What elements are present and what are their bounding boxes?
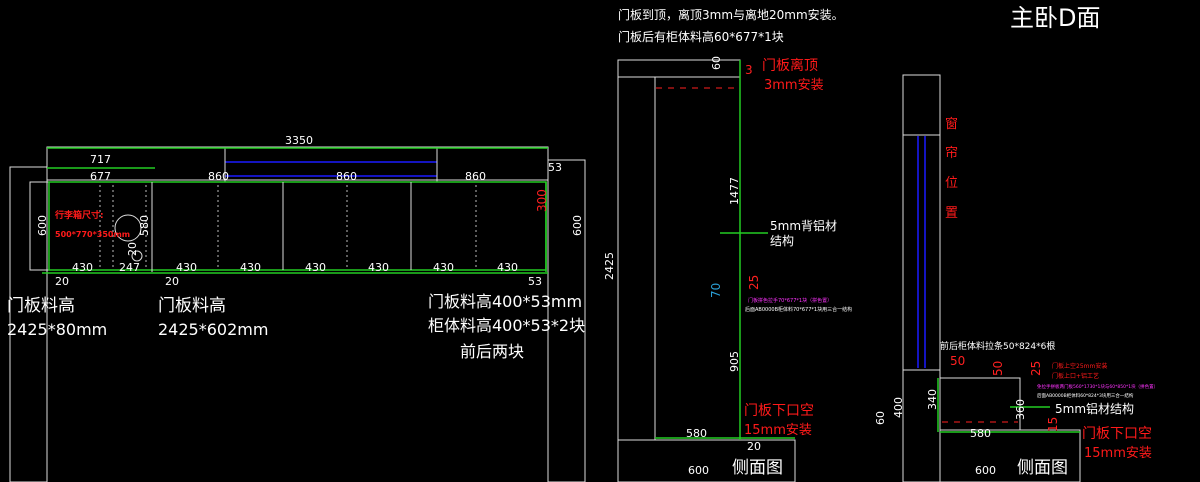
dim-70: 70 [709, 283, 723, 298]
note-mid-door-size: 2425*602mm [158, 320, 268, 339]
note-right-pieces: 前后两块 [460, 342, 524, 361]
small-hole-icon [131, 250, 143, 262]
dim-860-1: 860 [208, 170, 229, 183]
top-gap-note: 门板离顶 [762, 57, 818, 74]
dim-580: 580 [138, 215, 151, 236]
dim-25: 25 [1029, 361, 1043, 376]
top-gap-note: 门板上空25mm安装 [1052, 362, 1107, 370]
dim-1477: 1477 [728, 177, 741, 205]
side-view-2: 窗 帘 位 置 前后柜体料拉条50*824*6根 50 50 25 门板上空25… [874, 74, 1158, 482]
dim-430: 430 [176, 261, 197, 274]
cabinet-side [654, 76, 741, 441]
dim-430: 430 [305, 261, 326, 274]
dim-2425: 2425 [603, 252, 616, 280]
dim-20-mid: 20 [165, 275, 179, 288]
dim-860-3: 860 [465, 170, 486, 183]
wall-left-pillar [9, 166, 48, 482]
back-aluminum-structure: 结构 [770, 233, 794, 248]
dim-400: 400 [892, 397, 905, 418]
dim-3350: 3350 [285, 134, 313, 147]
dim-360: 360 [1014, 399, 1027, 420]
side-view-1: 门板到顶，离顶3mm与离地20mm安装。 门板后有柜体料高60*677*1块 6… [603, 7, 852, 482]
dim-50: 50 [950, 354, 965, 368]
cabinet-outline [48, 181, 547, 271]
dim-60: 60 [710, 56, 723, 70]
curtain-zone [902, 134, 941, 371]
bottom-gap-note: 门板下口空 [744, 403, 814, 419]
dim-50: 50 [991, 361, 1005, 376]
back-aluminum-note: 5mm背铝材 [770, 218, 837, 233]
dim-53-bottom: 53 [528, 275, 542, 288]
small-note-magenta: 门板拼色拉手70*677*1块（拼色置） [748, 297, 832, 304]
dim-20-left: 20 [55, 275, 69, 288]
dim-600: 600 [688, 464, 709, 477]
dim-430: 430 [368, 261, 389, 274]
dim-600-left: 600 [36, 215, 49, 236]
dim-20: 20 [747, 440, 761, 453]
small-note-white: 后面AB0000B柜体料70*677*1块用三合一结构 [745, 306, 852, 313]
dim-300: 300 [535, 189, 549, 212]
dim-600-right: 600 [571, 215, 584, 236]
dim-430: 430 [240, 261, 261, 274]
dim-430: 430 [72, 261, 93, 274]
side-view-caption: 侧面图 [732, 458, 783, 478]
wall-left [902, 369, 941, 482]
header-note-2: 门板后有柜体料高60*677*1块 [618, 29, 784, 44]
dim-430: 430 [433, 261, 454, 274]
curtain-char: 窗 [945, 116, 958, 132]
curtain-char: 位 [945, 176, 958, 191]
drawing-title: 主卧D面 [1010, 4, 1100, 32]
dim-25: 25 [747, 275, 761, 290]
small-note-white: 后面AB0000B柜体料60*824*3块用三合一结构 [1037, 392, 1134, 399]
dim-20-vertical: 20 [126, 242, 139, 256]
dim-3: 3 [745, 63, 753, 77]
suitcase-size: 500*770*350mm [55, 230, 130, 239]
dim-60: 60 [874, 411, 887, 425]
bottom-gap-install: 15mm安装 [1084, 446, 1152, 461]
dim-430: 430 [497, 261, 518, 274]
rail-note: 前后柜体料拉条50*824*6根 [940, 340, 1055, 352]
note-left-door-size: 2425*80mm [7, 320, 107, 339]
side-view-caption: 侧面图 [1017, 458, 1068, 478]
top-aluminum-note: 门板上口+铝工艺 [1052, 372, 1099, 380]
note-mid-door-height: 门板料高 [158, 296, 226, 316]
bottom-gap-note: 门板下口空 [1082, 426, 1152, 442]
aluminum-structure-note: 5mm铝材结构 [1055, 401, 1134, 416]
front-view: 3350 717 677 860 860 860 53 300 600 580 … [7, 134, 586, 482]
top-gap-install: 3mm安装 [764, 78, 824, 93]
dim-905: 905 [728, 351, 741, 372]
wall-left [617, 76, 656, 441]
dim-600: 600 [975, 464, 996, 477]
small-note-magenta: 免拉手拼板两门板560*1730*1块与60*850*1块（拼色置） [1037, 383, 1158, 390]
dim-717: 717 [90, 153, 111, 166]
cabinet-side [939, 377, 1021, 431]
note-left-door-height: 门板料高 [7, 296, 75, 316]
dim-340: 340 [926, 389, 939, 410]
note-right-cabinet: 柜体料高400*53*2块 [428, 316, 585, 335]
curtain-char: 置 [945, 206, 958, 221]
dim-580: 580 [970, 427, 991, 440]
wall-right-pillar [547, 159, 586, 482]
dim-580: 580 [686, 427, 707, 440]
bottom-gap-install: 15mm安装 [744, 423, 812, 438]
curtain-char: 帘 [945, 145, 958, 161]
wall-top-box [902, 74, 941, 136]
dim-860-2: 860 [336, 170, 357, 183]
dim-15: 15 [1046, 417, 1060, 432]
drain-hole-icon [114, 214, 142, 242]
suitcase-label: 行李箱尺寸: [54, 209, 104, 221]
dim-247: 247 [119, 261, 140, 274]
dim-53-top: 53 [548, 161, 562, 174]
header-note-1: 门板到顶，离顶3mm与离地20mm安装。 [618, 7, 844, 22]
dim-677: 677 [90, 170, 111, 183]
note-right-door: 门板料高400*53mm [428, 292, 582, 311]
